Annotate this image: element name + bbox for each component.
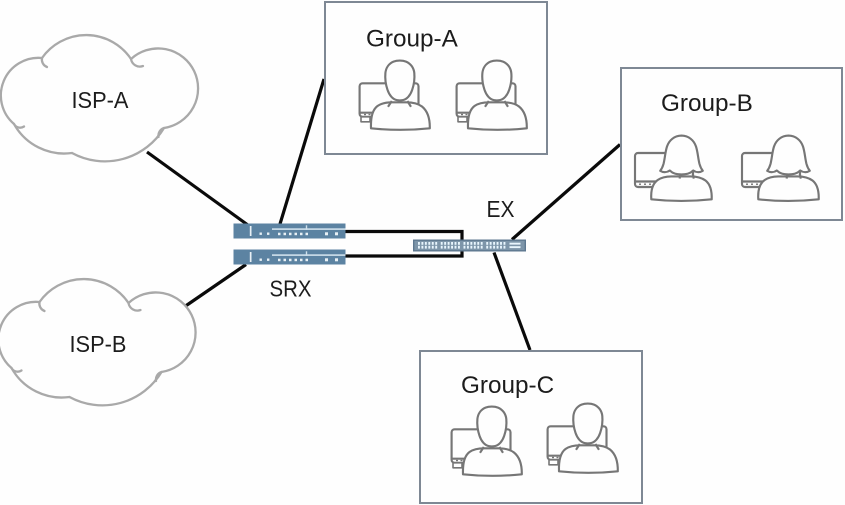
svg-text:EX: EX xyxy=(487,196,515,222)
svg-text:Group-A: Group-A xyxy=(366,26,459,53)
svg-text:ISP-A: ISP-A xyxy=(72,87,129,113)
svg-text:SRX: SRX xyxy=(270,276,312,302)
svg-text:Group-C: Group-C xyxy=(461,372,554,399)
svg-text:ISP-B: ISP-B xyxy=(70,331,127,357)
svg-text:Group-B: Group-B xyxy=(661,90,753,117)
